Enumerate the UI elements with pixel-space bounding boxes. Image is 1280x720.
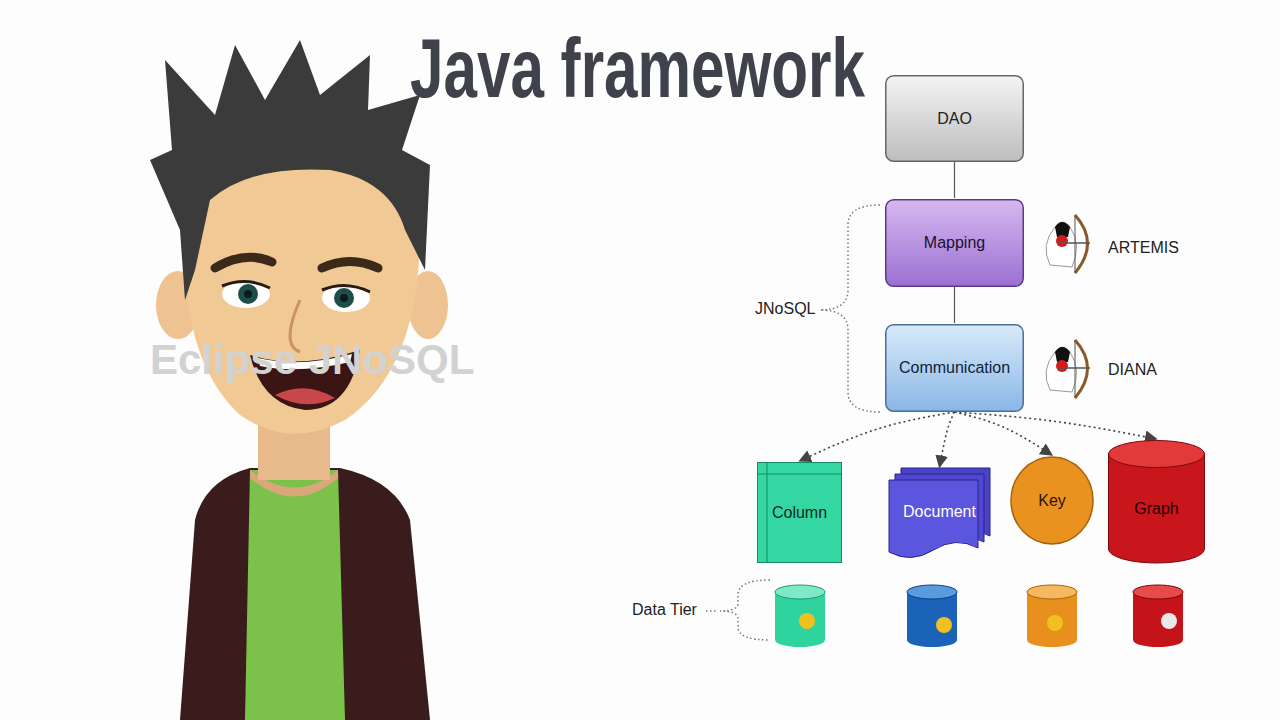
drawing-part bbox=[936, 617, 952, 633]
drawing-part bbox=[886, 200, 1024, 287]
drawing-part bbox=[1056, 235, 1068, 247]
drawing-part bbox=[907, 633, 957, 647]
duke-artemis-icon bbox=[1046, 215, 1090, 273]
drawing-part bbox=[1133, 633, 1183, 647]
drawing-part bbox=[1047, 615, 1063, 631]
drawing-part bbox=[1046, 347, 1077, 392]
communication-box: Communication bbox=[885, 324, 1024, 412]
drawing-part bbox=[222, 281, 270, 288]
drawing-part bbox=[720, 580, 770, 640]
drawing-part bbox=[758, 463, 842, 563]
drawing-part bbox=[1109, 454, 1205, 563]
drawing-part bbox=[1109, 441, 1205, 468]
drawing-part bbox=[1075, 215, 1088, 273]
drawing-part bbox=[150, 40, 430, 300]
node-label: DAO bbox=[937, 110, 972, 128]
drawing-part bbox=[1058, 242, 1090, 244]
drawing-part bbox=[1011, 457, 1093, 544]
graph-store: Graph bbox=[1108, 440, 1205, 563]
module-label: ARTEMIS bbox=[1108, 239, 1179, 257]
drawing-part bbox=[180, 468, 430, 720]
group-label: JNoSQL bbox=[755, 300, 815, 318]
drawing-part bbox=[340, 294, 348, 302]
drawing-part bbox=[245, 470, 345, 720]
drawing-part bbox=[1133, 585, 1183, 599]
stack-link bbox=[954, 162, 955, 198]
drawing-part bbox=[275, 388, 335, 404]
drawing-part bbox=[1027, 585, 1077, 599]
drawing-part bbox=[799, 613, 815, 629]
drawing-part bbox=[1027, 585, 1077, 647]
drawing-part bbox=[322, 285, 370, 292]
drawing-part bbox=[1075, 340, 1076, 398]
data-arrow bbox=[955, 412, 1053, 455]
drawing-part bbox=[1161, 613, 1177, 629]
column-store: Column bbox=[757, 462, 842, 563]
data-arrow bbox=[940, 412, 955, 467]
drawing-part bbox=[767, 462, 768, 563]
drawing-part bbox=[775, 633, 825, 647]
drawing-part bbox=[1058, 367, 1090, 369]
drawing-part bbox=[886, 325, 1024, 412]
drawing-part bbox=[322, 284, 370, 312]
title: Java framework bbox=[410, 22, 865, 114]
drawing-part bbox=[1056, 360, 1068, 372]
drawing-part bbox=[907, 585, 957, 647]
stack-link bbox=[954, 287, 955, 323]
duke-diana-icon bbox=[1046, 340, 1090, 398]
drawing-part bbox=[222, 280, 270, 308]
drawing-part bbox=[706, 610, 718, 612]
data-tier-bracket bbox=[706, 580, 770, 640]
watermark: Eclipse JNoSQL bbox=[150, 336, 474, 384]
key-store: Key bbox=[1010, 456, 1094, 545]
drawing-part bbox=[322, 262, 378, 269]
dao-box: DAO bbox=[885, 75, 1024, 162]
drawing-part bbox=[1075, 215, 1076, 273]
drawing-part bbox=[334, 288, 354, 308]
node-label: Graph bbox=[1134, 486, 1178, 518]
drawing-part bbox=[775, 585, 825, 599]
module-label: DIANA bbox=[1108, 361, 1157, 379]
jnosql-bracket bbox=[820, 205, 880, 412]
drawing-part bbox=[1027, 633, 1077, 647]
node-label: Key bbox=[1038, 492, 1066, 510]
drawing-part bbox=[907, 585, 957, 599]
drawing-part bbox=[1046, 222, 1077, 267]
drawing-part bbox=[215, 257, 272, 268]
data-arrow bbox=[800, 412, 955, 461]
node-label: Communication bbox=[899, 359, 1010, 377]
drawing-part bbox=[886, 76, 1024, 162]
drawing-part bbox=[1133, 585, 1183, 647]
data-arrow bbox=[955, 412, 1157, 439]
document-store: Document bbox=[889, 468, 990, 556]
drawing-part bbox=[757, 474, 842, 475]
node-label: Column bbox=[772, 504, 827, 522]
drawing-part bbox=[1055, 347, 1070, 362]
node-label: Document bbox=[903, 503, 976, 521]
drawing-part bbox=[889, 480, 978, 558]
drawing-part bbox=[1055, 222, 1070, 237]
node-label: Mapping bbox=[924, 234, 985, 252]
drawing-part bbox=[775, 585, 825, 647]
drawing-part bbox=[820, 205, 880, 412]
drawing-part bbox=[238, 284, 258, 304]
mapping-box: Mapping bbox=[885, 199, 1024, 287]
data-tier-cylinders bbox=[775, 585, 1183, 647]
drawing-part bbox=[244, 290, 252, 298]
tier-label: Data Tier bbox=[632, 601, 697, 619]
drawing-part bbox=[1075, 340, 1088, 398]
